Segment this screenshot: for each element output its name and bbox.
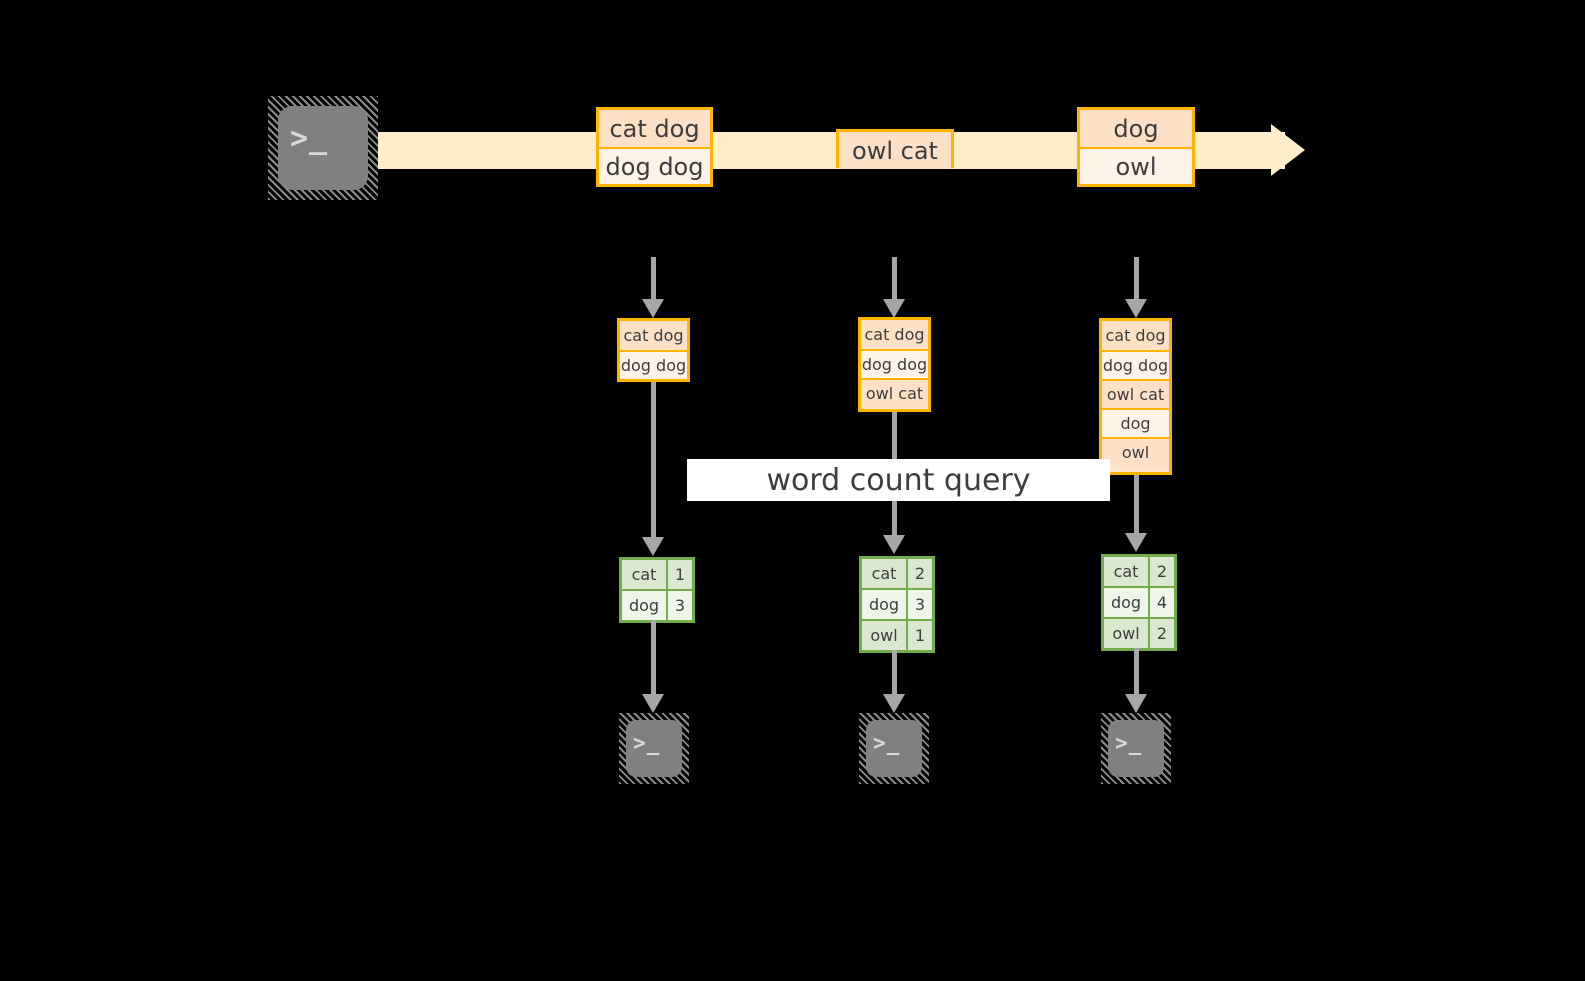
table-row: cat 1	[622, 560, 692, 589]
snapshot-record: owl cat	[1102, 379, 1169, 408]
snapshot-2-inbound-arrowhead	[883, 299, 905, 318]
result-word: dog	[862, 590, 906, 619]
stream-record: owl	[1080, 147, 1192, 184]
stream-group-2[interactable]: owl cat	[836, 129, 954, 169]
result-count: 1	[666, 560, 692, 589]
terminal-prompt-glyph: >_	[633, 731, 661, 755]
stream-group-1[interactable]: cat dog dog dog	[596, 107, 713, 187]
snapshot-record: dog dog	[620, 350, 687, 379]
table-row: dog 3	[622, 589, 692, 620]
snapshot-3-sink-arrowhead	[1125, 694, 1147, 713]
table-row: owl 2	[1104, 617, 1174, 648]
snapshot-2-inbound-dashed-line	[892, 257, 897, 303]
snapshot-record: owl	[1102, 437, 1169, 466]
result-count: 1	[906, 621, 932, 650]
result-word: dog	[1104, 588, 1148, 617]
snapshot-1-sink-line	[651, 620, 656, 698]
result-count: 3	[906, 590, 932, 619]
snapshot-record: dog dog	[861, 349, 928, 378]
snapshot-3-query-arrowhead	[1125, 533, 1147, 552]
snapshot-3-records[interactable]: cat dog dog dog owl cat dog owl	[1099, 318, 1172, 475]
result-word: owl	[1104, 619, 1148, 648]
snapshot-1-sink-terminal-icon[interactable]: >_	[619, 713, 689, 784]
result-word: cat	[622, 560, 666, 589]
snapshot-1-query-arrowhead	[642, 537, 664, 556]
snapshot-2-query-arrowhead	[883, 535, 905, 554]
stream-record: dog dog	[599, 147, 710, 184]
result-count: 3	[666, 591, 692, 620]
snapshot-record: cat dog	[620, 321, 687, 350]
query-label-text: word count query	[766, 462, 1031, 498]
stream-record: dog	[1080, 110, 1192, 147]
stream-group-3[interactable]: dog owl	[1077, 107, 1195, 187]
snapshot-1-inbound-arrowhead	[642, 299, 664, 318]
table-row: dog 4	[1104, 586, 1174, 617]
query-label: word count query	[687, 459, 1110, 501]
stream-arrow-head	[1271, 124, 1305, 176]
snapshot-3-sink-terminal-icon[interactable]: >_	[1101, 713, 1171, 784]
result-count: 2	[906, 559, 932, 588]
snapshot-record: dog	[1102, 408, 1169, 437]
table-row: owl 1	[862, 619, 932, 650]
snapshot-3-sink-line	[1134, 648, 1139, 698]
result-word: cat	[1104, 557, 1148, 586]
snapshot-record: cat dog	[861, 320, 928, 349]
terminal-body	[866, 720, 922, 777]
snapshot-1-inbound-dashed-line	[651, 257, 656, 303]
snapshot-3-inbound-dashed-line	[1134, 257, 1139, 303]
terminal-body	[626, 720, 682, 777]
stream-record: owl cat	[839, 132, 951, 169]
snapshot-record: cat dog	[1102, 321, 1169, 350]
result-count: 2	[1148, 557, 1174, 586]
snapshot-3-inbound-arrowhead	[1125, 299, 1147, 318]
snapshot-2-sink-line	[892, 650, 897, 698]
result-word: dog	[622, 591, 666, 620]
result-word: owl	[862, 621, 906, 650]
snapshot-record: owl cat	[861, 378, 928, 407]
stream-record: cat dog	[599, 110, 710, 147]
source-terminal-icon[interactable]: >_	[268, 96, 378, 200]
snapshot-1-result-table[interactable]: cat 1 dog 3	[619, 557, 695, 623]
snapshot-record: dog dog	[1102, 350, 1169, 379]
snapshot-1-records[interactable]: cat dog dog dog	[617, 318, 690, 382]
table-row: cat 2	[1104, 557, 1174, 586]
table-row: dog 3	[862, 588, 932, 619]
snapshot-1-query-line	[651, 382, 656, 540]
snapshot-2-result-table[interactable]: cat 2 dog 3 owl 1	[859, 556, 935, 653]
result-count: 2	[1148, 619, 1174, 648]
snapshot-2-records[interactable]: cat dog dog dog owl cat	[858, 317, 931, 412]
result-count: 4	[1148, 588, 1174, 617]
terminal-prompt-glyph: >_	[290, 121, 329, 156]
terminal-prompt-glyph: >_	[1115, 731, 1143, 755]
snapshot-1-sink-arrowhead	[642, 694, 664, 713]
terminal-prompt-glyph: >_	[873, 731, 901, 755]
table-row: cat 2	[862, 559, 932, 588]
snapshot-3-query-line	[1134, 475, 1139, 537]
result-word: cat	[862, 559, 906, 588]
snapshot-2-sink-terminal-icon[interactable]: >_	[859, 713, 929, 784]
terminal-body	[278, 106, 368, 190]
snapshot-3-result-table[interactable]: cat 2 dog 4 owl 2	[1101, 554, 1177, 651]
terminal-body	[1108, 720, 1164, 777]
snapshot-2-sink-arrowhead	[883, 694, 905, 713]
